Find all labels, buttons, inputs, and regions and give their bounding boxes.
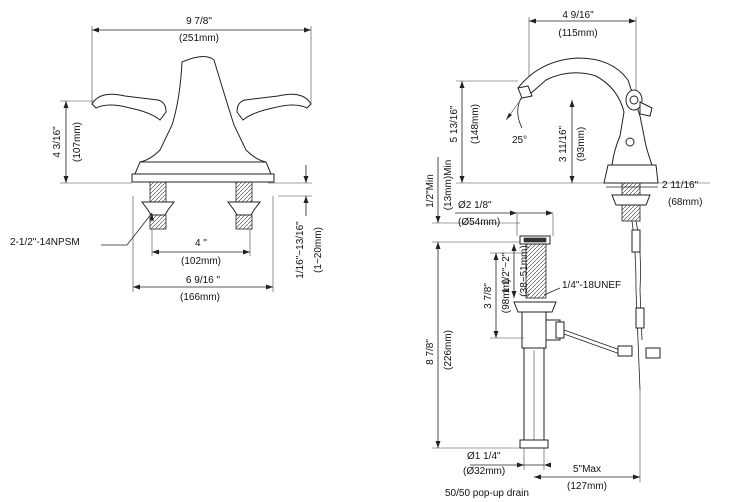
max-mm: (127mm) xyxy=(567,481,607,492)
base-mm: (166mm) xyxy=(180,292,220,303)
reach-in: 4 9/16" xyxy=(562,10,594,21)
height-in: 4 3/16" xyxy=(52,126,63,158)
base-depth-mm: (68mm) xyxy=(668,197,702,208)
tail-dia-mm: (Ø32mm) xyxy=(463,466,505,477)
center-mm: (102mm) xyxy=(181,256,221,267)
drain-view: 1/2"Min (13mm)Min Ø2 1/8" (Ø54mm) xyxy=(425,157,661,499)
tail-dia-in: Ø1 1/4" xyxy=(467,451,501,462)
deck-in: 1/16"~13/16" xyxy=(295,221,306,279)
deck-mm: (1~20mm) xyxy=(313,227,324,273)
flange-dia-mm: (Ø54mm) xyxy=(458,217,500,228)
min-mm: (13mm)Min xyxy=(443,160,454,211)
overall-width-mm: (251mm) xyxy=(179,33,219,44)
total-mm: (226mm) xyxy=(443,330,454,370)
outlet-height-in: 3 11/16" xyxy=(558,125,569,162)
reach-mm: (115mm) xyxy=(558,28,597,39)
base-in: 6 9/16 " xyxy=(186,275,221,286)
faucet-side-body xyxy=(517,57,659,391)
drain-thread-label: 1/4"-18UNEF xyxy=(562,280,621,291)
drain-body xyxy=(513,235,661,449)
spout-height-in: 5 13/16" xyxy=(449,105,460,142)
min-in: 1/2"Min xyxy=(425,174,436,208)
range-in: 1 1/2"~2" xyxy=(501,252,512,293)
faucet-front-body xyxy=(91,56,312,230)
body-in: 3 7/8" xyxy=(483,283,494,309)
spout-angle: 25° xyxy=(512,135,527,146)
front-view: 9 7/8" (251mm) 4 3/16" (107mm) xyxy=(10,16,324,303)
side-view: 4 9/16" (115mm) 25° xyxy=(449,10,710,391)
total-in: 8 7/8" xyxy=(425,339,436,365)
height-mm: (107mm) xyxy=(72,122,83,162)
spout-height-mm: (148mm) xyxy=(470,104,481,144)
flange-dia-in: Ø2 1/8" xyxy=(458,200,492,211)
center-in: 4 " xyxy=(195,238,207,249)
overall-width-in: 9 7/8" xyxy=(186,16,212,27)
front-thread-label: 2-1/2"-14NPSM xyxy=(10,237,80,248)
range-mm: (38~51mm) xyxy=(519,245,530,296)
body-mm: (98mm) xyxy=(501,279,512,313)
base-depth-in: 2 11/16" xyxy=(662,180,699,191)
drain-caption: 50/50 pop-up drain xyxy=(445,488,529,499)
max-in: 5"Max xyxy=(573,464,601,475)
outlet-height-mm: (93mm) xyxy=(576,127,587,161)
